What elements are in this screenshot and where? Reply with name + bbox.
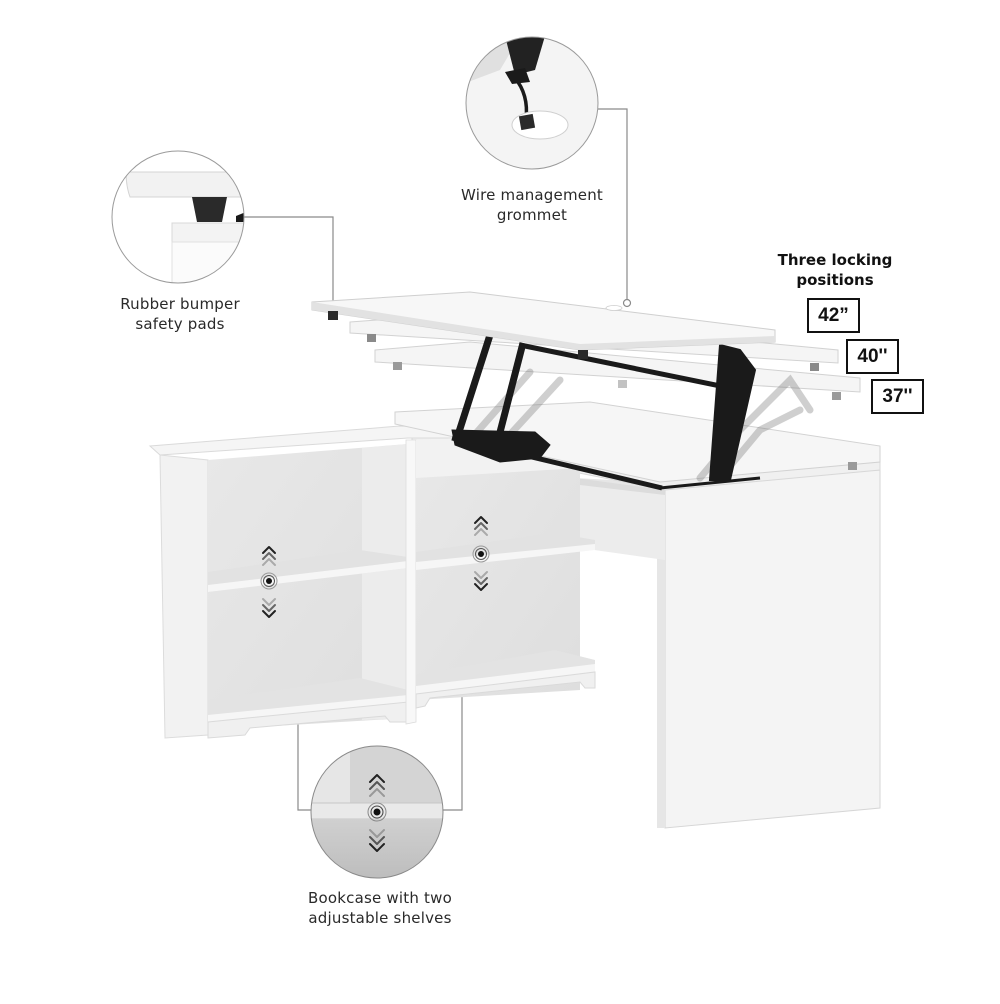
grommet-detail-circle [465, 36, 599, 170]
locking-heading-line2: positions [796, 271, 874, 289]
locking-heading-line1: Three locking [777, 251, 893, 269]
position-40-badge: 40'' [846, 339, 899, 374]
bookcase-caption-line2: adjustable shelves [308, 909, 452, 927]
lift-top-42 [311, 291, 776, 359]
bumper-detail-circle [111, 150, 245, 284]
bumper-caption-line2: safety pads [135, 315, 225, 333]
grommet-caption: Wire management grommet [442, 185, 622, 225]
position-37-badge: 37'' [871, 379, 924, 414]
lift-mechanism [451, 333, 761, 491]
bookcase [148, 425, 596, 739]
bumper-caption-line1: Rubber bumper [120, 295, 240, 313]
grommet-caption-line2: grommet [496, 206, 568, 224]
grommet-caption-line1: Wire management [461, 186, 603, 204]
locking-heading: Three locking positions [760, 250, 910, 290]
bookcase-caption: Bookcase with two adjustable shelves [290, 888, 470, 928]
position-42-badge: 42” [807, 298, 860, 333]
bumper-caption: Rubber bumper safety pads [95, 294, 265, 334]
adjust-arrows-left [260, 546, 278, 618]
adjust-arrows-right [472, 516, 490, 591]
bookcase-caption-line1: Bookcase with two [308, 889, 452, 907]
shelf-detail-circle [310, 745, 444, 879]
